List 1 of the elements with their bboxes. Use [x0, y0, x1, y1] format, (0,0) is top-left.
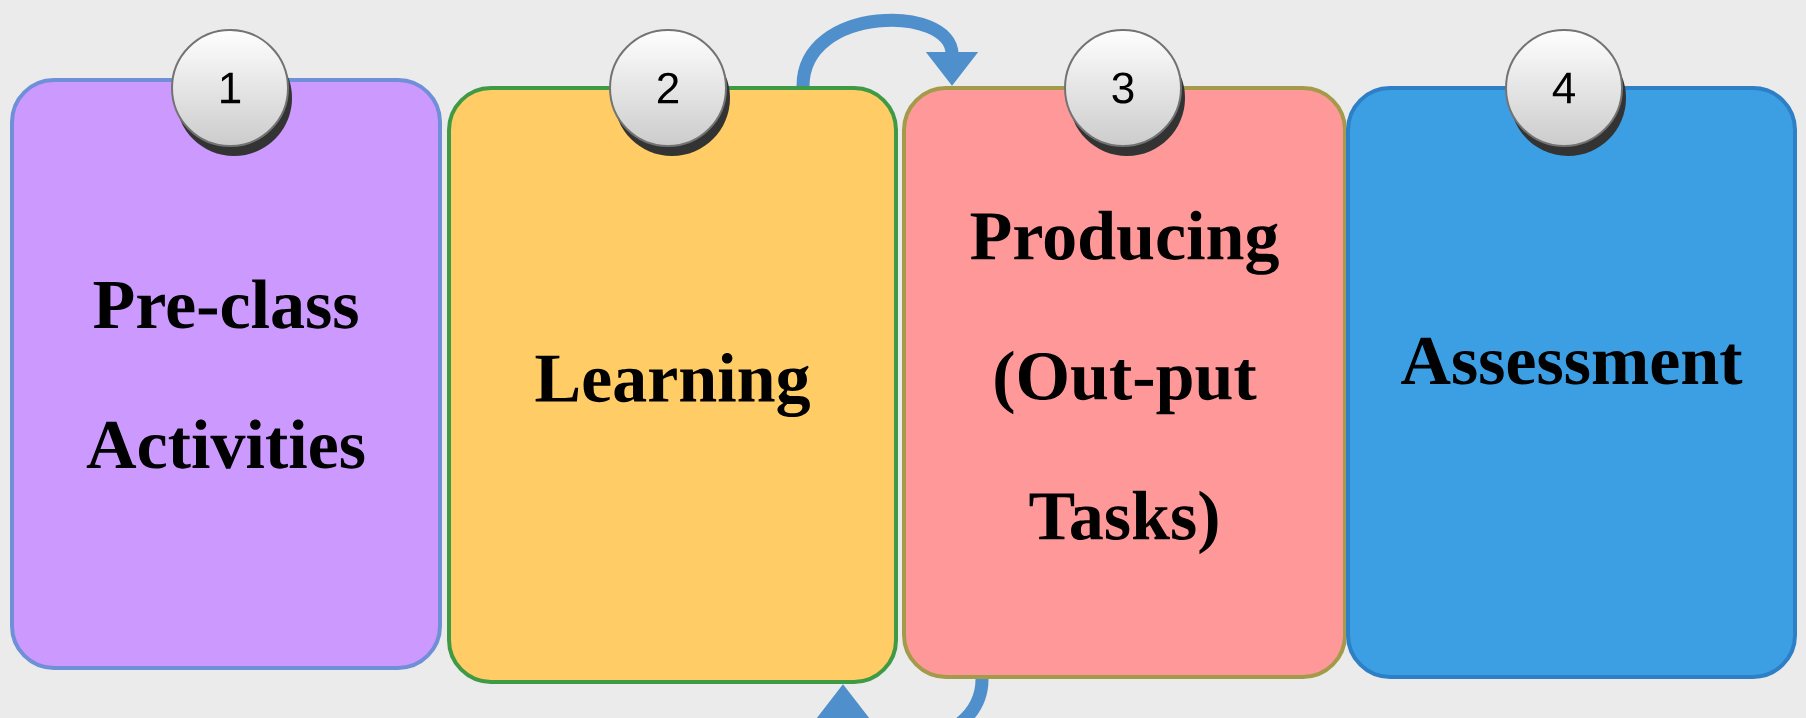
curved-arrow: [816, 678, 989, 718]
